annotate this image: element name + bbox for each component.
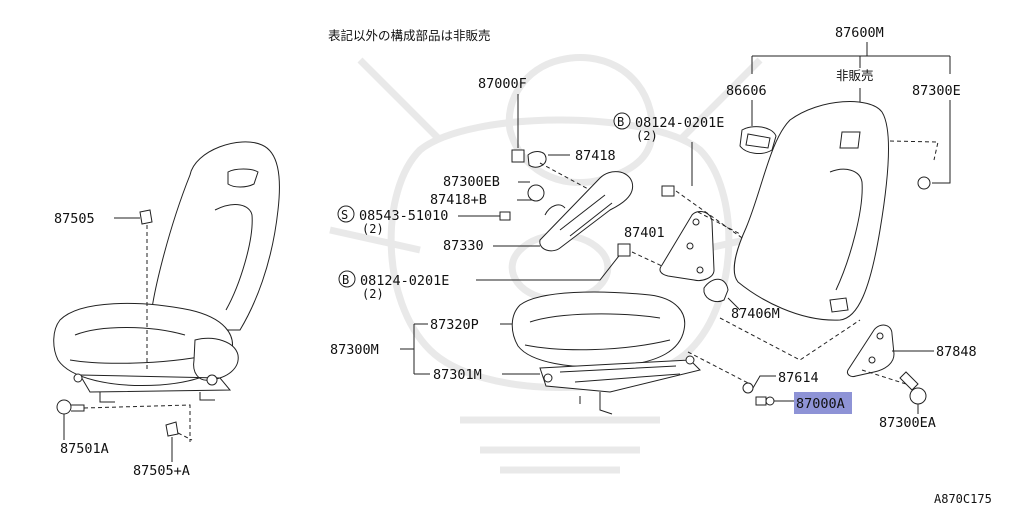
seatback	[733, 101, 890, 321]
callout-87300EA: 87300EA	[879, 415, 936, 431]
callout-08543-51010: 08543-51010	[359, 208, 448, 224]
bolt-b-symbol-icon: B	[613, 112, 631, 130]
qty-08124-top: (2)	[636, 129, 658, 143]
callout-86606: 86606	[726, 83, 767, 99]
callout-87300M: 87300M	[330, 342, 379, 358]
callout-87401: 87401	[624, 225, 665, 241]
qty-08543: (2)	[362, 222, 384, 236]
callout-87418-B: 87418+B	[430, 192, 487, 208]
callout-87320P: 87320P	[430, 317, 479, 333]
callout-08124-0201E-mid: 08124-0201E	[360, 273, 449, 289]
callout-08124-0201E-top: 08124-0201E	[635, 115, 724, 131]
bolt-b-symbol-icon: B	[338, 270, 356, 288]
callout-87501A: 87501A	[60, 441, 109, 457]
svg-text:B: B	[342, 273, 349, 287]
watermark-emblem-icon	[329, 53, 791, 474]
callout-87300E: 87300E	[912, 83, 961, 99]
callout-87600M: 87600M	[835, 25, 884, 41]
assembled-seat	[53, 141, 280, 403]
callout-87000A[interactable]: 87000A	[796, 396, 845, 412]
qty-08124-mid: (2)	[362, 287, 384, 301]
svg-text:S: S	[341, 208, 348, 222]
clip-87501A-icon	[56, 399, 85, 415]
callout-87505-A: 87505+A	[133, 463, 190, 479]
callout-87000F: 87000F	[478, 76, 527, 92]
highlight-87000A[interactable]	[794, 392, 852, 414]
callout-87848: 87848	[936, 344, 977, 360]
not-sold-label: 非販売	[836, 68, 874, 83]
callout-87406M: 87406M	[731, 306, 780, 322]
callout-87330: 87330	[443, 238, 484, 254]
diagram-id: A870C175	[934, 492, 992, 506]
screw-s-symbol-icon: S	[337, 205, 355, 223]
callout-87418: 87418	[575, 148, 616, 164]
svg-text:B: B	[617, 115, 624, 129]
seat-cushion	[511, 291, 701, 415]
callout-87301M: 87301M	[433, 367, 482, 383]
callout-87614: 87614	[778, 370, 819, 386]
callout-87300EB: 87300EB	[443, 174, 500, 190]
callout-87505: 87505	[54, 211, 95, 227]
notice-text: 表記以外の構成部品は非販売	[328, 28, 491, 43]
